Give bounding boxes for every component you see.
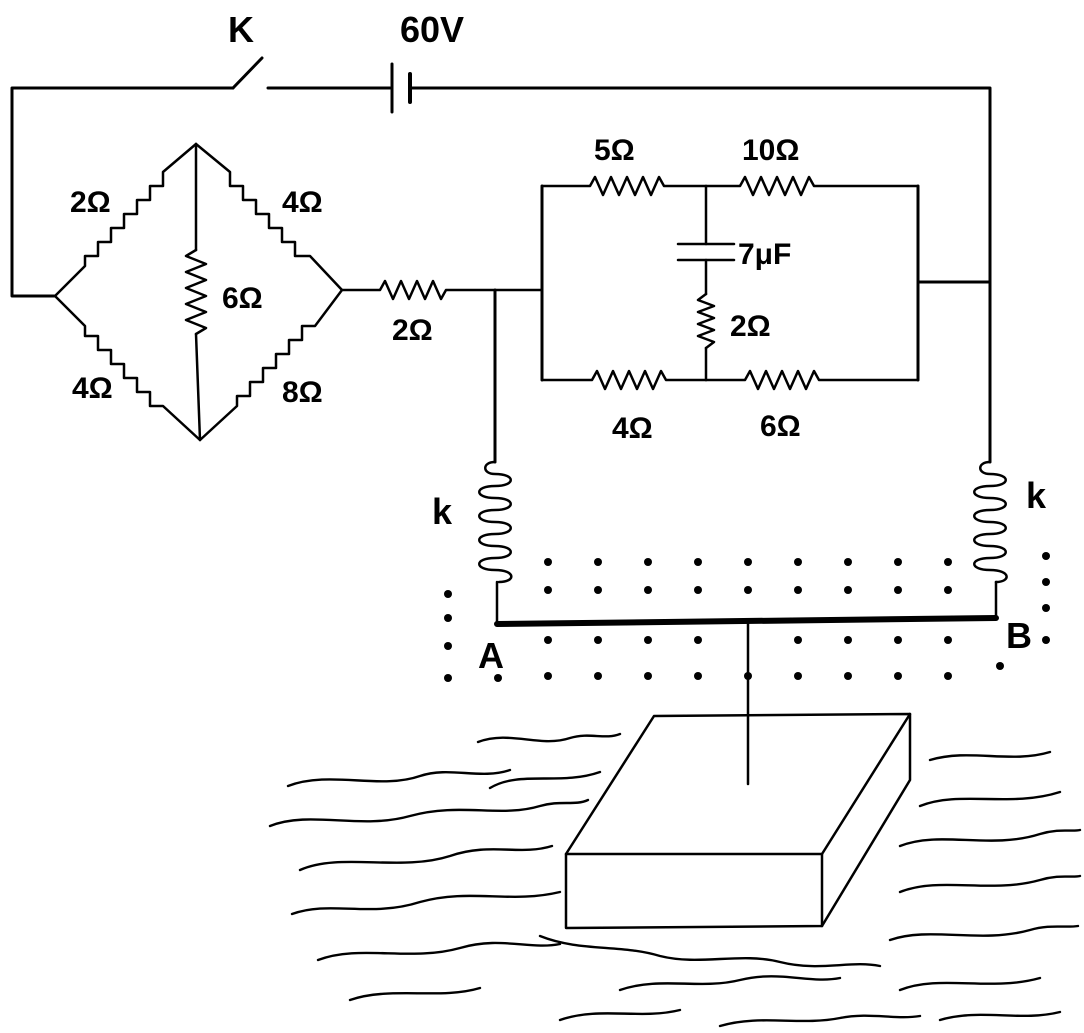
net-resistor-top-right <box>704 175 920 197</box>
field-dot <box>744 558 752 566</box>
net-bottom-left-label: 4Ω <box>612 412 653 445</box>
field-dot <box>794 586 802 594</box>
field-dot <box>694 636 702 644</box>
field-dot <box>494 674 502 682</box>
field-dot <box>944 672 952 680</box>
series-resistor-label: 2Ω <box>392 314 433 347</box>
field-dot <box>844 558 852 566</box>
spring-left <box>478 460 513 624</box>
magnetic-field-dots <box>444 552 1050 682</box>
resistor-capacitor-network <box>540 175 920 391</box>
field-dot <box>594 558 602 566</box>
field-dot <box>996 662 1004 670</box>
field-dot <box>444 642 452 650</box>
field-dot <box>944 558 952 566</box>
net-resistor-bottom-right <box>704 369 920 391</box>
field-dot <box>894 586 902 594</box>
water-waves <box>268 732 1082 1028</box>
field-dot <box>744 586 752 594</box>
field-dot <box>794 558 802 566</box>
bridge-resistor-middle <box>184 248 208 336</box>
field-dot <box>544 558 552 566</box>
spring-right <box>973 460 1008 620</box>
bridge-resistor-bottom-right <box>198 288 344 442</box>
field-dot <box>844 636 852 644</box>
net-resistor-middle <box>696 292 716 350</box>
field-dot <box>894 636 902 644</box>
bridge-top-right-label: 4Ω <box>282 186 323 219</box>
floating-block <box>564 712 912 930</box>
field-dot <box>644 586 652 594</box>
field-dot <box>544 586 552 594</box>
field-dot <box>1042 604 1050 612</box>
bridge-middle-label: 6Ω <box>222 282 263 315</box>
field-dot <box>894 672 902 680</box>
main-loop-wires <box>10 86 992 464</box>
field-dot <box>544 636 552 644</box>
field-dot <box>644 672 652 680</box>
field-dot <box>544 672 552 680</box>
field-dot <box>644 636 652 644</box>
bridge-resistor-bottom-left <box>53 294 202 442</box>
rod-end-b-label: B <box>1006 615 1032 656</box>
rod-ab <box>494 615 999 627</box>
field-dot <box>944 586 952 594</box>
battery-label: 60V <box>400 9 464 50</box>
bridge-resistor-top-right <box>194 142 344 292</box>
field-dot <box>444 674 452 682</box>
field-dot <box>1042 636 1050 644</box>
field-dot <box>794 672 802 680</box>
net-top-left-label: 5Ω <box>594 134 635 167</box>
net-middle-label: 2Ω <box>730 310 771 343</box>
field-dot <box>844 586 852 594</box>
bridge-top-left-label: 2Ω <box>70 186 111 219</box>
field-dot <box>694 586 702 594</box>
bridge-bottom-left-label: 4Ω <box>72 372 113 405</box>
field-dot <box>844 672 852 680</box>
field-dot <box>694 672 702 680</box>
switch-k[interactable] <box>231 56 264 90</box>
field-dot <box>644 558 652 566</box>
bridge-resistor-top-left <box>53 142 198 298</box>
field-dot <box>594 636 602 644</box>
net-top-right-label: 10Ω <box>742 134 799 167</box>
net-resistor-top-left <box>540 175 708 197</box>
field-dot <box>444 590 452 598</box>
field-dot <box>794 636 802 644</box>
bridge-network <box>53 142 344 442</box>
field-dot <box>594 672 602 680</box>
field-dot <box>1042 578 1050 586</box>
bridge-bottom-right-label: 8Ω <box>282 376 323 409</box>
net-resistor-bottom-left <box>540 369 708 391</box>
spring-left-label: k <box>432 491 453 532</box>
field-dot <box>594 586 602 594</box>
net-bottom-right-label: 6Ω <box>760 410 801 443</box>
switch-label: K <box>228 9 254 50</box>
field-dot <box>444 614 452 622</box>
field-dot <box>1042 552 1050 560</box>
battery <box>390 62 412 114</box>
capacitor-label: 7μF <box>738 238 791 271</box>
spring-right-label: k <box>1026 475 1047 516</box>
field-dot <box>944 636 952 644</box>
field-dot <box>894 558 902 566</box>
field-dot <box>694 558 702 566</box>
rod-end-a-label: A <box>478 635 504 676</box>
series-resistor <box>340 279 544 301</box>
